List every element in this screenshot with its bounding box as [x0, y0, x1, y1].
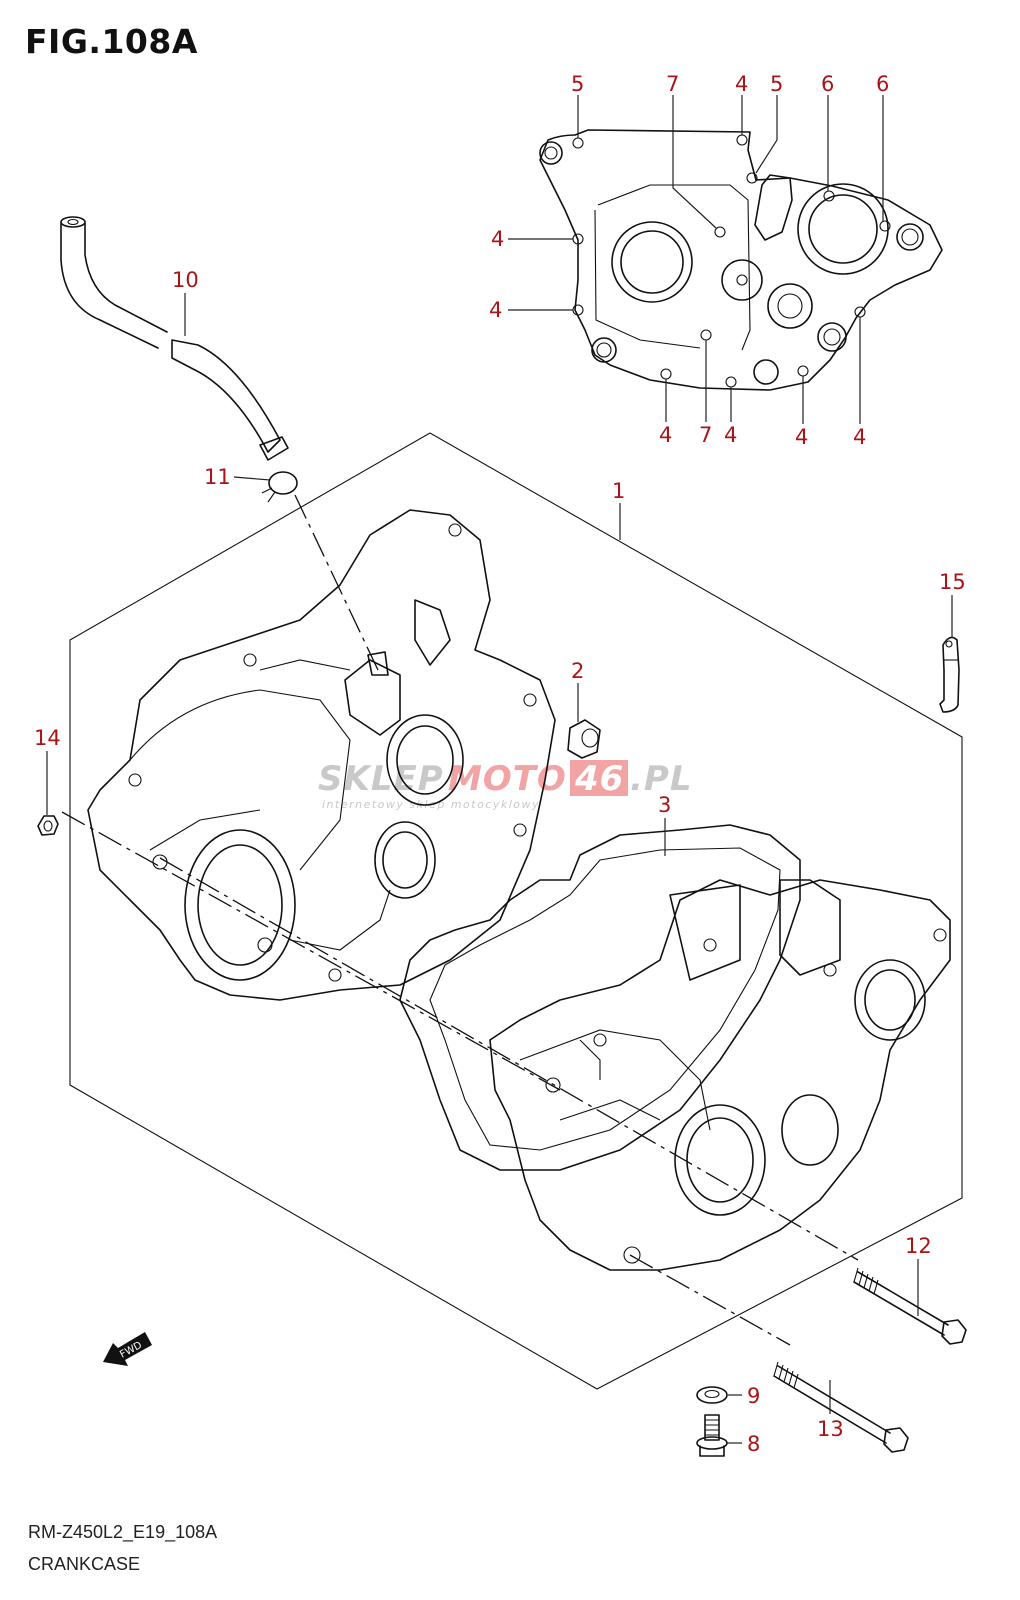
detail-leaders — [508, 95, 884, 424]
breather-hose — [60, 216, 289, 461]
callout-numbers: 1 2 3 4 4 4 4 4 4 4 5 5 6 6 7 7 8 9 10 1… — [34, 72, 966, 1456]
callout-14: 14 — [34, 726, 61, 750]
gasket — [399, 824, 801, 1171]
fwd-label: FWD — [118, 1340, 144, 1361]
callout-4: 4 — [735, 72, 748, 96]
model-code: RM-Z450L2_E19_108A — [28, 1522, 218, 1542]
callout-10: 10 — [172, 268, 199, 292]
callout-7: 7 — [699, 423, 712, 447]
callout-15: 15 — [939, 570, 966, 594]
callout-9: 9 — [747, 1384, 760, 1408]
callout-7: 7 — [666, 72, 679, 96]
fwd-direction-marker: FWD — [103, 1332, 152, 1366]
callout-12: 12 — [905, 1234, 932, 1258]
assembly-name: CRANKCASE — [28, 1554, 141, 1574]
long-bolt-upper — [853, 1267, 967, 1345]
watermark-part2: MOTO — [448, 759, 567, 799]
part-leaders — [46, 293, 953, 1444]
watermark-part3: 46 — [574, 759, 624, 799]
callout-13: 13 — [817, 1417, 844, 1441]
callout-4: 4 — [795, 425, 808, 449]
right-crankcase-half — [489, 879, 951, 1271]
arrow-left-icon — [103, 1332, 152, 1366]
callout-4: 4 — [491, 227, 504, 251]
bolt — [696, 1414, 728, 1457]
callout-2: 2 — [571, 659, 584, 683]
left-crankcase-half — [87, 509, 556, 1001]
hose-clamp — [261, 471, 298, 503]
callout-5: 5 — [571, 72, 584, 96]
dowel-pin — [567, 719, 601, 759]
callout-4: 4 — [489, 298, 502, 322]
callout-5: 5 — [770, 72, 783, 96]
crankcase-detail-view — [539, 129, 943, 391]
callout-4: 4 — [659, 423, 672, 447]
figure-title: FIG.108A — [25, 22, 198, 61]
nut — [37, 815, 59, 836]
watermark: SKLEP MOTO 46 .PL internetowy sklep moto… — [318, 759, 693, 811]
callout-4: 4 — [853, 425, 866, 449]
callout-1: 1 — [612, 479, 625, 503]
callout-11: 11 — [204, 465, 231, 489]
callout-6: 6 — [821, 72, 834, 96]
watermark-part4: .PL — [630, 759, 693, 799]
watermark-part1: SKLEP — [318, 759, 444, 799]
assembly-boundary — [69, 432, 963, 1390]
clamp-bracket — [939, 636, 960, 713]
callout-4: 4 — [724, 423, 737, 447]
callout-6: 6 — [876, 72, 889, 96]
callout-3: 3 — [658, 793, 671, 817]
assembly-axis-lines — [61, 494, 859, 1346]
callout-8: 8 — [747, 1432, 760, 1456]
watermark-badge — [570, 760, 628, 796]
washer — [696, 1386, 728, 1404]
